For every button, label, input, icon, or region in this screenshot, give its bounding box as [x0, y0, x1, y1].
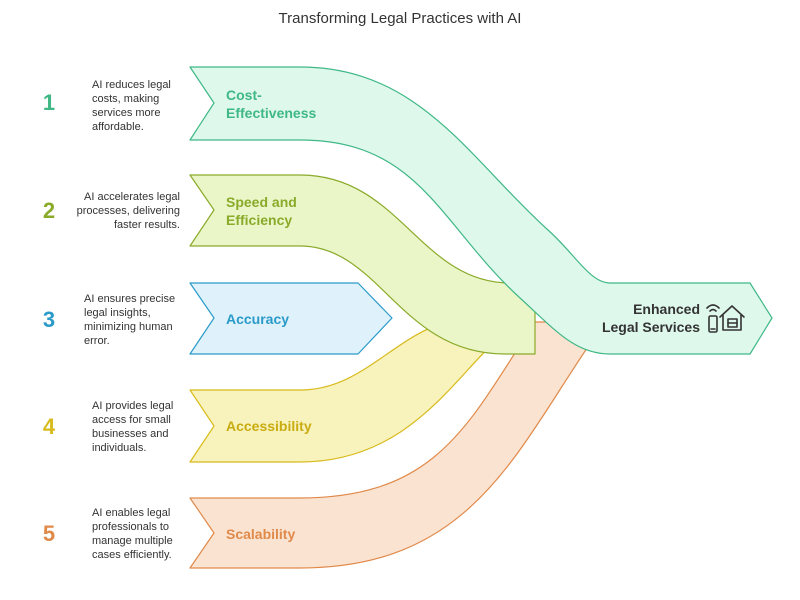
step-description-5: AI enables legal professionals to manage…	[92, 507, 173, 561]
step-label-3: Accuracy	[226, 311, 290, 327]
step-label-5: Scalability	[226, 526, 296, 542]
band-2	[189, 174, 536, 355]
band-1	[189, 66, 773, 355]
outcome-label: Enhanced Legal Services	[601, 301, 700, 335]
step-label-4: Accessibility	[226, 418, 312, 434]
step-description-4: AI provides legal access for small busin…	[92, 400, 174, 454]
step-label-1: Cost- Effectiveness	[226, 87, 317, 121]
step-label-2: Speed and Efficiency	[226, 194, 297, 228]
step-number-3: 3	[42, 307, 56, 332]
step-description-2: AI accelerates legal processes, deliveri…	[76, 191, 180, 231]
step-number-1: 1	[42, 90, 56, 115]
diagram-title: Transforming Legal Practices with AI	[278, 10, 522, 27]
step-number-4: 4	[42, 414, 56, 439]
step-description-3: AI ensures precise legal insights, minim…	[84, 293, 176, 347]
step-description-1: AI reduces legal costs, making services …	[92, 79, 171, 133]
band-3	[189, 282, 393, 355]
step-number-2: 2	[42, 198, 56, 223]
step-number-5: 5	[42, 521, 56, 546]
smart-home-icon	[706, 304, 745, 333]
